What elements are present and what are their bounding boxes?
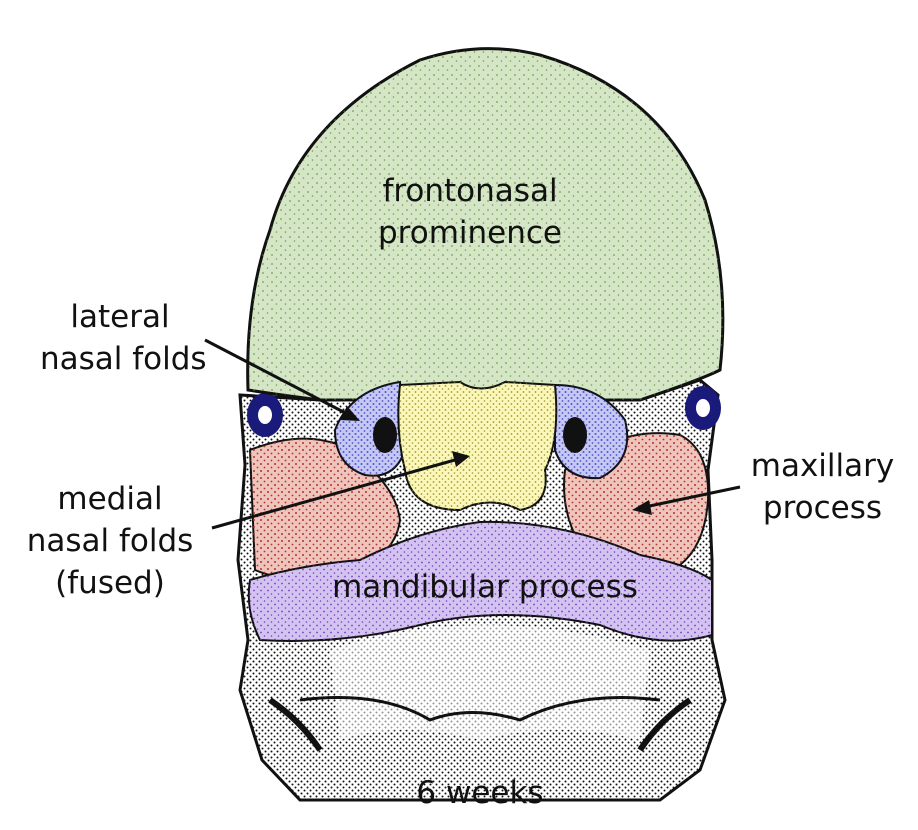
frontonasal-label-line1: frontonasal <box>382 173 558 209</box>
medial-label-line2: nasal folds <box>26 523 194 559</box>
arrow-maxillary-head <box>632 500 652 515</box>
leader-arrows <box>204 338 741 530</box>
age-label: 6 weeks <box>416 775 544 811</box>
maxillary-label-line2: process <box>762 490 883 526</box>
frontonasal-region <box>246 47 725 402</box>
lateral-nasal-folds <box>333 380 629 480</box>
arrow-maxillary <box>639 485 741 510</box>
arrow-medial-head <box>452 451 470 467</box>
frontonasal-label-line2: prominence <box>377 215 562 251</box>
lateral-label-line2: nasal folds <box>40 341 207 377</box>
medial-nasal-folds <box>397 380 558 512</box>
medial-label-line1: medial <box>57 481 163 517</box>
medial-label: medial nasal folds (fused) <box>20 478 200 604</box>
mandibular-region <box>247 520 713 642</box>
maxillary-label-line1: maxillary <box>750 448 895 484</box>
maxillary-label: maxillary process <box>745 445 900 529</box>
arrow-lateral-head <box>340 406 360 421</box>
lateral-label: lateral nasal folds <box>40 296 207 380</box>
medial-label-line3: (fused) <box>55 565 165 601</box>
arrow-lateral <box>204 338 356 420</box>
lateral-label-line1: lateral <box>70 299 170 335</box>
mandibular-label: mandibular process <box>332 569 638 605</box>
frontonasal-label: frontonasal prominence <box>360 170 580 254</box>
arrow-medial <box>211 456 463 530</box>
